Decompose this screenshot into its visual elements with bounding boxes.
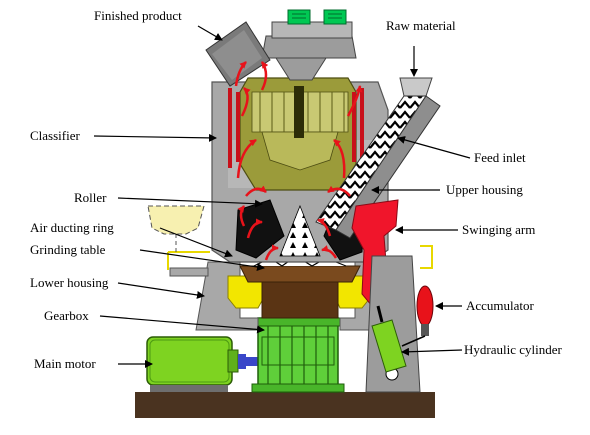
gearbox	[251, 317, 345, 393]
feed-inlet-leader	[397, 136, 471, 159]
classifier-frame-bars	[228, 88, 364, 168]
raw-material-label: Raw material	[386, 18, 456, 33]
yellow-frame-right	[420, 245, 433, 269]
grinding-table-leader	[139, 249, 265, 271]
airflow-arrow-icon	[234, 61, 363, 261]
accumulator-label: Accumulator	[466, 298, 535, 313]
roller-outline-dashed	[147, 205, 205, 252]
leader-lines	[93, 25, 471, 368]
finished-product-leader	[197, 25, 223, 41]
classifier-label: Classifier	[30, 128, 80, 143]
lower-housing-label: Lower housing	[30, 275, 109, 290]
lower-housing-leader	[117, 282, 205, 299]
roller-label: Roller	[74, 190, 107, 205]
top-outlet	[261, 9, 357, 59]
finished-product-label: Finished product	[94, 8, 182, 23]
grinding-table-label: Grinding table	[30, 242, 106, 257]
air-ducting-ring-leader	[159, 227, 233, 258]
classifier	[239, 57, 357, 191]
feed-inlet-label: Feed inlet	[474, 150, 526, 165]
material-bed	[279, 204, 321, 257]
hydraulic-cylinder-label: Hydraulic cylinder	[464, 342, 562, 357]
feed-chute	[315, 77, 441, 239]
swinging-arm-label: Swinging arm	[462, 222, 535, 237]
accumulator	[401, 285, 434, 347]
hydraulic-cylinder	[371, 305, 407, 373]
gearbox-label: Gearbox	[44, 308, 89, 323]
gearbox-leader	[99, 315, 265, 334]
foundation-base	[135, 392, 435, 418]
hydraulic-cylinder-leader	[401, 347, 463, 356]
yellow-frame-left	[167, 251, 210, 270]
main-motor	[146, 336, 258, 392]
upper-housing-label: Upper housing	[446, 182, 523, 197]
roller-leader	[117, 197, 263, 208]
finished-product-duct	[205, 21, 271, 87]
air-ducting-ring-label: Air ducting ring	[30, 220, 114, 235]
main-motor-label: Main motor	[34, 356, 96, 371]
classifier-leader	[93, 133, 217, 142]
